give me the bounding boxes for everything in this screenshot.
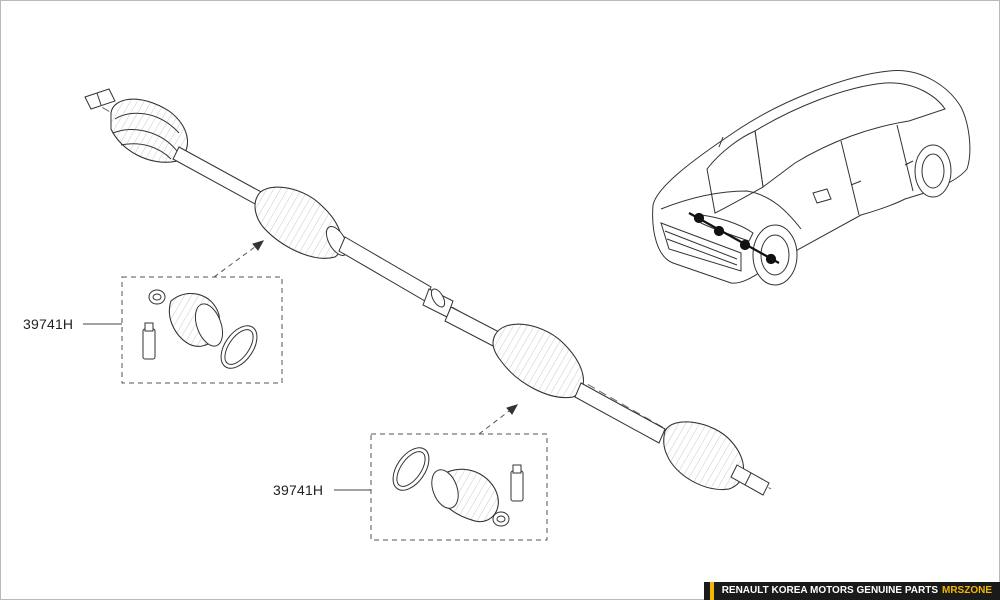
grease-tube-icon bbox=[142, 322, 156, 360]
large-clamp-icon bbox=[220, 325, 258, 369]
outer-stub-left bbox=[84, 88, 116, 110]
upper-kit-part-number[interactable]: 39741H bbox=[23, 316, 74, 332]
lower-kit-callout bbox=[334, 404, 548, 541]
outer-cv-joint-left bbox=[110, 98, 188, 163]
outer-stub-right bbox=[730, 464, 770, 496]
boot-middle-left bbox=[254, 186, 349, 259]
boot-middle-right bbox=[492, 323, 584, 399]
footer-brand: MRSZONE bbox=[942, 585, 992, 596]
large-clamp-icon-lower bbox=[392, 447, 430, 491]
footer-text: RENAULT KOREA MOTORS GENUINE PARTS bbox=[721, 585, 938, 596]
drive-shaft-assembly bbox=[84, 88, 772, 496]
grease-tube-icon-lower bbox=[510, 464, 524, 502]
small-clamp-icon bbox=[148, 289, 166, 305]
outer-cv-joint-right bbox=[663, 421, 744, 491]
cv-boot-icon bbox=[169, 293, 224, 347]
upper-kit-callout bbox=[83, 240, 283, 384]
drive-shaft-location-marker bbox=[688, 212, 780, 265]
small-clamp-icon-lower bbox=[492, 511, 510, 527]
cv-boot-icon-lower bbox=[431, 468, 499, 523]
footer-banner: RENAULT KOREA MOTORS GENUINE PARTS MRSZO… bbox=[703, 582, 1000, 600]
footer-accent-bar bbox=[709, 582, 714, 600]
car-illustration bbox=[652, 69, 971, 286]
lower-kit-part-number[interactable]: 39741H bbox=[273, 482, 324, 498]
